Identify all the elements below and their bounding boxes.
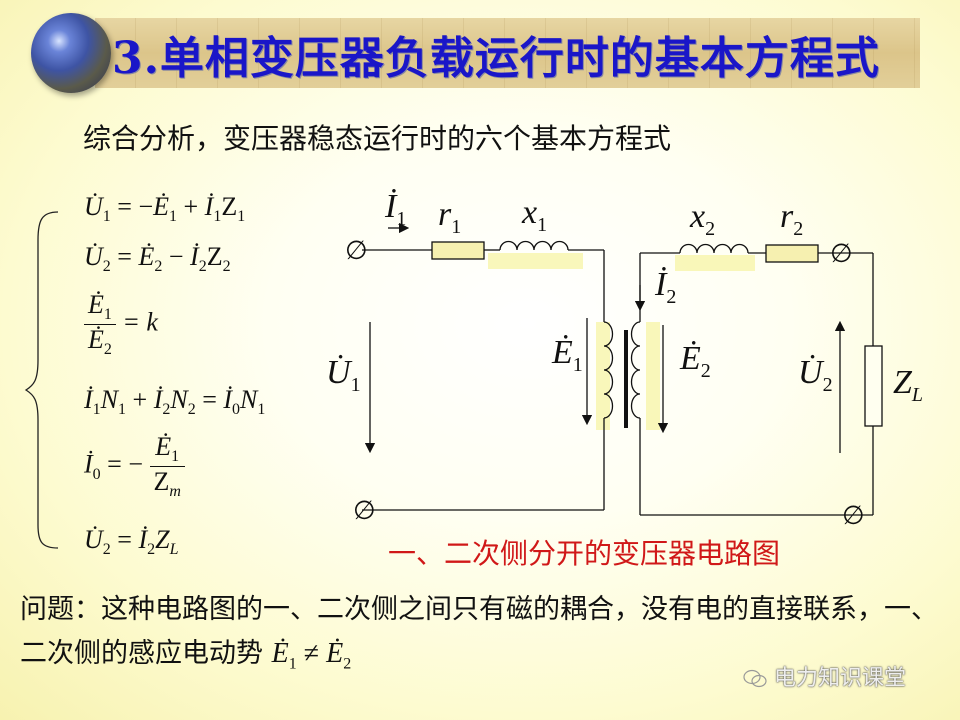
equation-4: İ1N1 + İ2N2 = İ0N1: [84, 385, 266, 419]
label-I1: İ1: [385, 188, 407, 230]
left-brace-icon: [24, 211, 59, 549]
inequality-math: Ė1 ≠ Ė2: [271, 638, 352, 673]
equation-6: U̇2 = İ2ZL: [84, 525, 179, 559]
equation-1: U̇1 = −Ė1 + İ1Z1: [84, 192, 246, 226]
globe-icon: [31, 13, 111, 93]
diagram-caption: 一、二次侧分开的变压器电路图: [388, 537, 781, 570]
label-x1: x1: [522, 194, 548, 236]
terminal-symbol: ∅: [353, 496, 376, 525]
label-x2: x2: [690, 198, 716, 240]
label-U2: U̇2: [798, 354, 833, 396]
question-text: 问题：这种电路图的一、二次侧之间只有磁的耦合，没有电的直接联系，一、二次侧的感应…: [20, 594, 938, 673]
subtitle: 综合分析，变压器稳态运行时的六个基本方程式: [83, 122, 672, 155]
label-U1: U̇1: [326, 354, 361, 396]
page-title: 3.单相变压器负载运行时的基本方程式: [112, 33, 880, 84]
label-E1: Ė1: [552, 334, 583, 376]
watermark: 电力知识课堂: [742, 660, 906, 692]
label-ZL: ZL: [893, 364, 924, 406]
wechat-icon: [743, 669, 767, 688]
label-r1: r1: [438, 196, 462, 238]
terminal-symbol: ∅: [842, 501, 865, 530]
label-r2: r2: [780, 198, 804, 240]
title-banner: [95, 18, 920, 88]
label-I2: İ2: [655, 266, 677, 308]
equation-2: U̇2 = Ė2 − İ2Z2: [84, 242, 231, 276]
terminal-symbol: ∅: [830, 239, 853, 268]
terminal-symbol: ∅: [345, 236, 368, 265]
label-E2: Ė2: [680, 340, 711, 382]
